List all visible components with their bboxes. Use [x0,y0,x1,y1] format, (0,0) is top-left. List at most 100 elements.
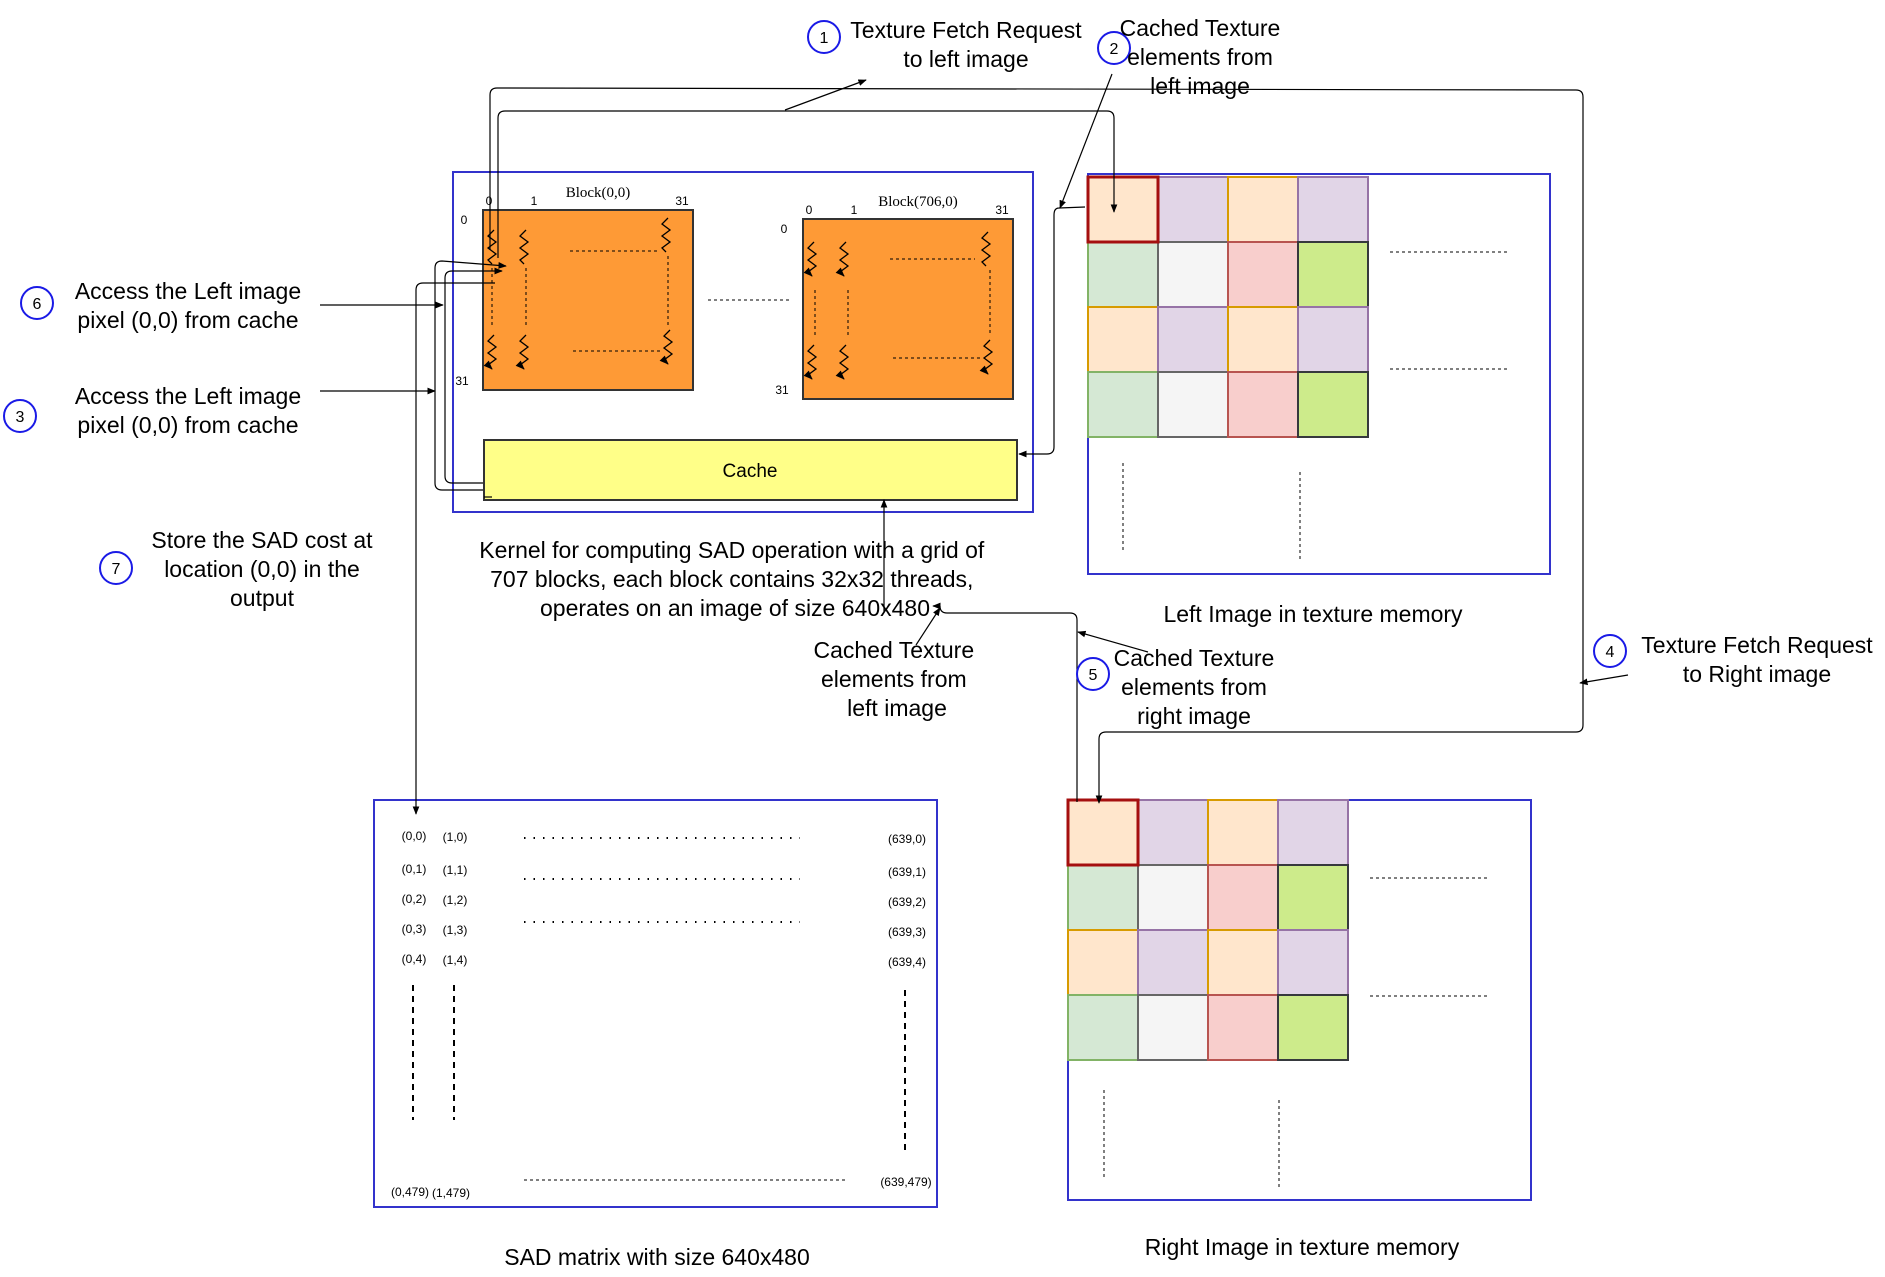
texture-cell [1277,929,1349,996]
sad-cell: (0,0) [402,829,427,843]
texture-cell [1087,371,1159,438]
sad-cell: (1,4) [443,953,468,967]
texture-cell [1277,994,1349,1061]
block-0-0-col-31: 31 [675,194,689,208]
sad-cell: (1,2) [443,893,468,907]
sad-cell: (639,2) [888,895,926,909]
kernel-caption: Kernel for computing SAD operation with … [479,537,990,621]
texture-cell [1087,306,1159,373]
texture-cell [1137,799,1209,866]
highlighted-texel [1066,798,1140,867]
texture-cell [1157,241,1229,308]
texture-cell [1067,929,1139,996]
sad-cell: (0,2) [402,892,427,906]
sad-cell: (639,3) [888,925,926,939]
step-number: 4 [1606,644,1615,661]
sad-cell: (639,1) [888,865,926,879]
step-number-circle [3,399,37,433]
texture-cell [1297,241,1369,308]
texture-cell [1297,306,1369,373]
step-number: 1 [820,30,829,47]
step-number: 5 [1089,667,1098,684]
texture-cell [1227,176,1299,243]
step-number-circle [1097,31,1131,65]
texture-cell [1297,371,1369,438]
block-706-0-col-31: 31 [995,203,1009,217]
sad-cell: (1,479) [432,1186,470,1200]
texture-cell [1137,864,1209,931]
texture-cell [1277,799,1349,866]
texture-cell [1207,994,1279,1061]
texture-cell [1157,306,1229,373]
block-706-0-row-0: 0 [781,222,788,236]
texture-cell [1207,864,1279,931]
block-706-0-row-31: 31 [775,383,789,397]
sad-cell: (1,1) [443,863,468,877]
kernel-container [452,171,1034,513]
texture-cell [1207,799,1279,866]
cache-label: Cache [723,461,778,482]
sad-matrix-labels: (0,0) (0,1) (0,2) (0,3) (0,4) (1,0) (1,1… [391,829,932,1200]
texture-cell [1277,864,1349,931]
sad-cell: (1,0) [443,830,468,844]
step-number: 7 [112,561,121,578]
texture-cell [1157,176,1229,243]
block-0-0-col-1: 1 [531,194,538,208]
step-number-circle [99,551,133,585]
right-image-label: Right Image in texture memory [1145,1234,1460,1260]
texture-cell [1137,994,1209,1061]
step-number-circle [1593,634,1627,668]
block-0-0-threads [483,217,674,370]
texture-cell [1227,241,1299,308]
cached-left-elements-label: Cached Texture elements from left image [813,637,980,721]
left-image-grid [1086,175,1369,438]
block-0-0-col-0: 0 [486,194,493,208]
texture-cell [1207,929,1279,996]
texture-cell [1067,799,1139,866]
texture-cell [1087,241,1159,308]
cache-box [483,439,1018,501]
block-706-0: Block(706,0) 0 1 31 0 31 [775,194,1014,400]
sad-matrix-container [373,799,938,1208]
texture-cell [1227,371,1299,438]
texture-cell [1067,864,1139,931]
step-number: 6 [33,296,42,313]
step-number: 3 [16,409,25,426]
sad-cell: (639,4) [888,955,926,969]
sad-cell: (639,0) [888,832,926,846]
sad-cell: (1,3) [443,923,468,937]
right-image-grid [1066,798,1349,1061]
texture-cell [1067,994,1139,1061]
step-number-circle [1076,657,1110,691]
left-image-label: Left Image in texture memory [1163,601,1463,627]
step-number: 2 [1110,41,1119,58]
block-706-0-col-1: 1 [851,203,858,217]
block-0-0: Block(0,0) 0 1 31 0 31 [455,185,694,391]
texture-cell [1157,371,1229,438]
sad-cell: (0,3) [402,922,427,936]
step-number-circle [20,286,54,320]
block-706-0-col-0: 0 [806,203,813,217]
texture-cell [1087,176,1159,243]
block-0-0-row-31: 31 [455,374,469,388]
sad-cell: (0,1) [402,862,427,876]
flow-arrows [320,73,1629,815]
sad-cell: (0,4) [402,952,427,966]
texture-cell [1227,306,1299,373]
texture-cell [1137,929,1209,996]
sad-cell: (0,479) [391,1185,429,1199]
